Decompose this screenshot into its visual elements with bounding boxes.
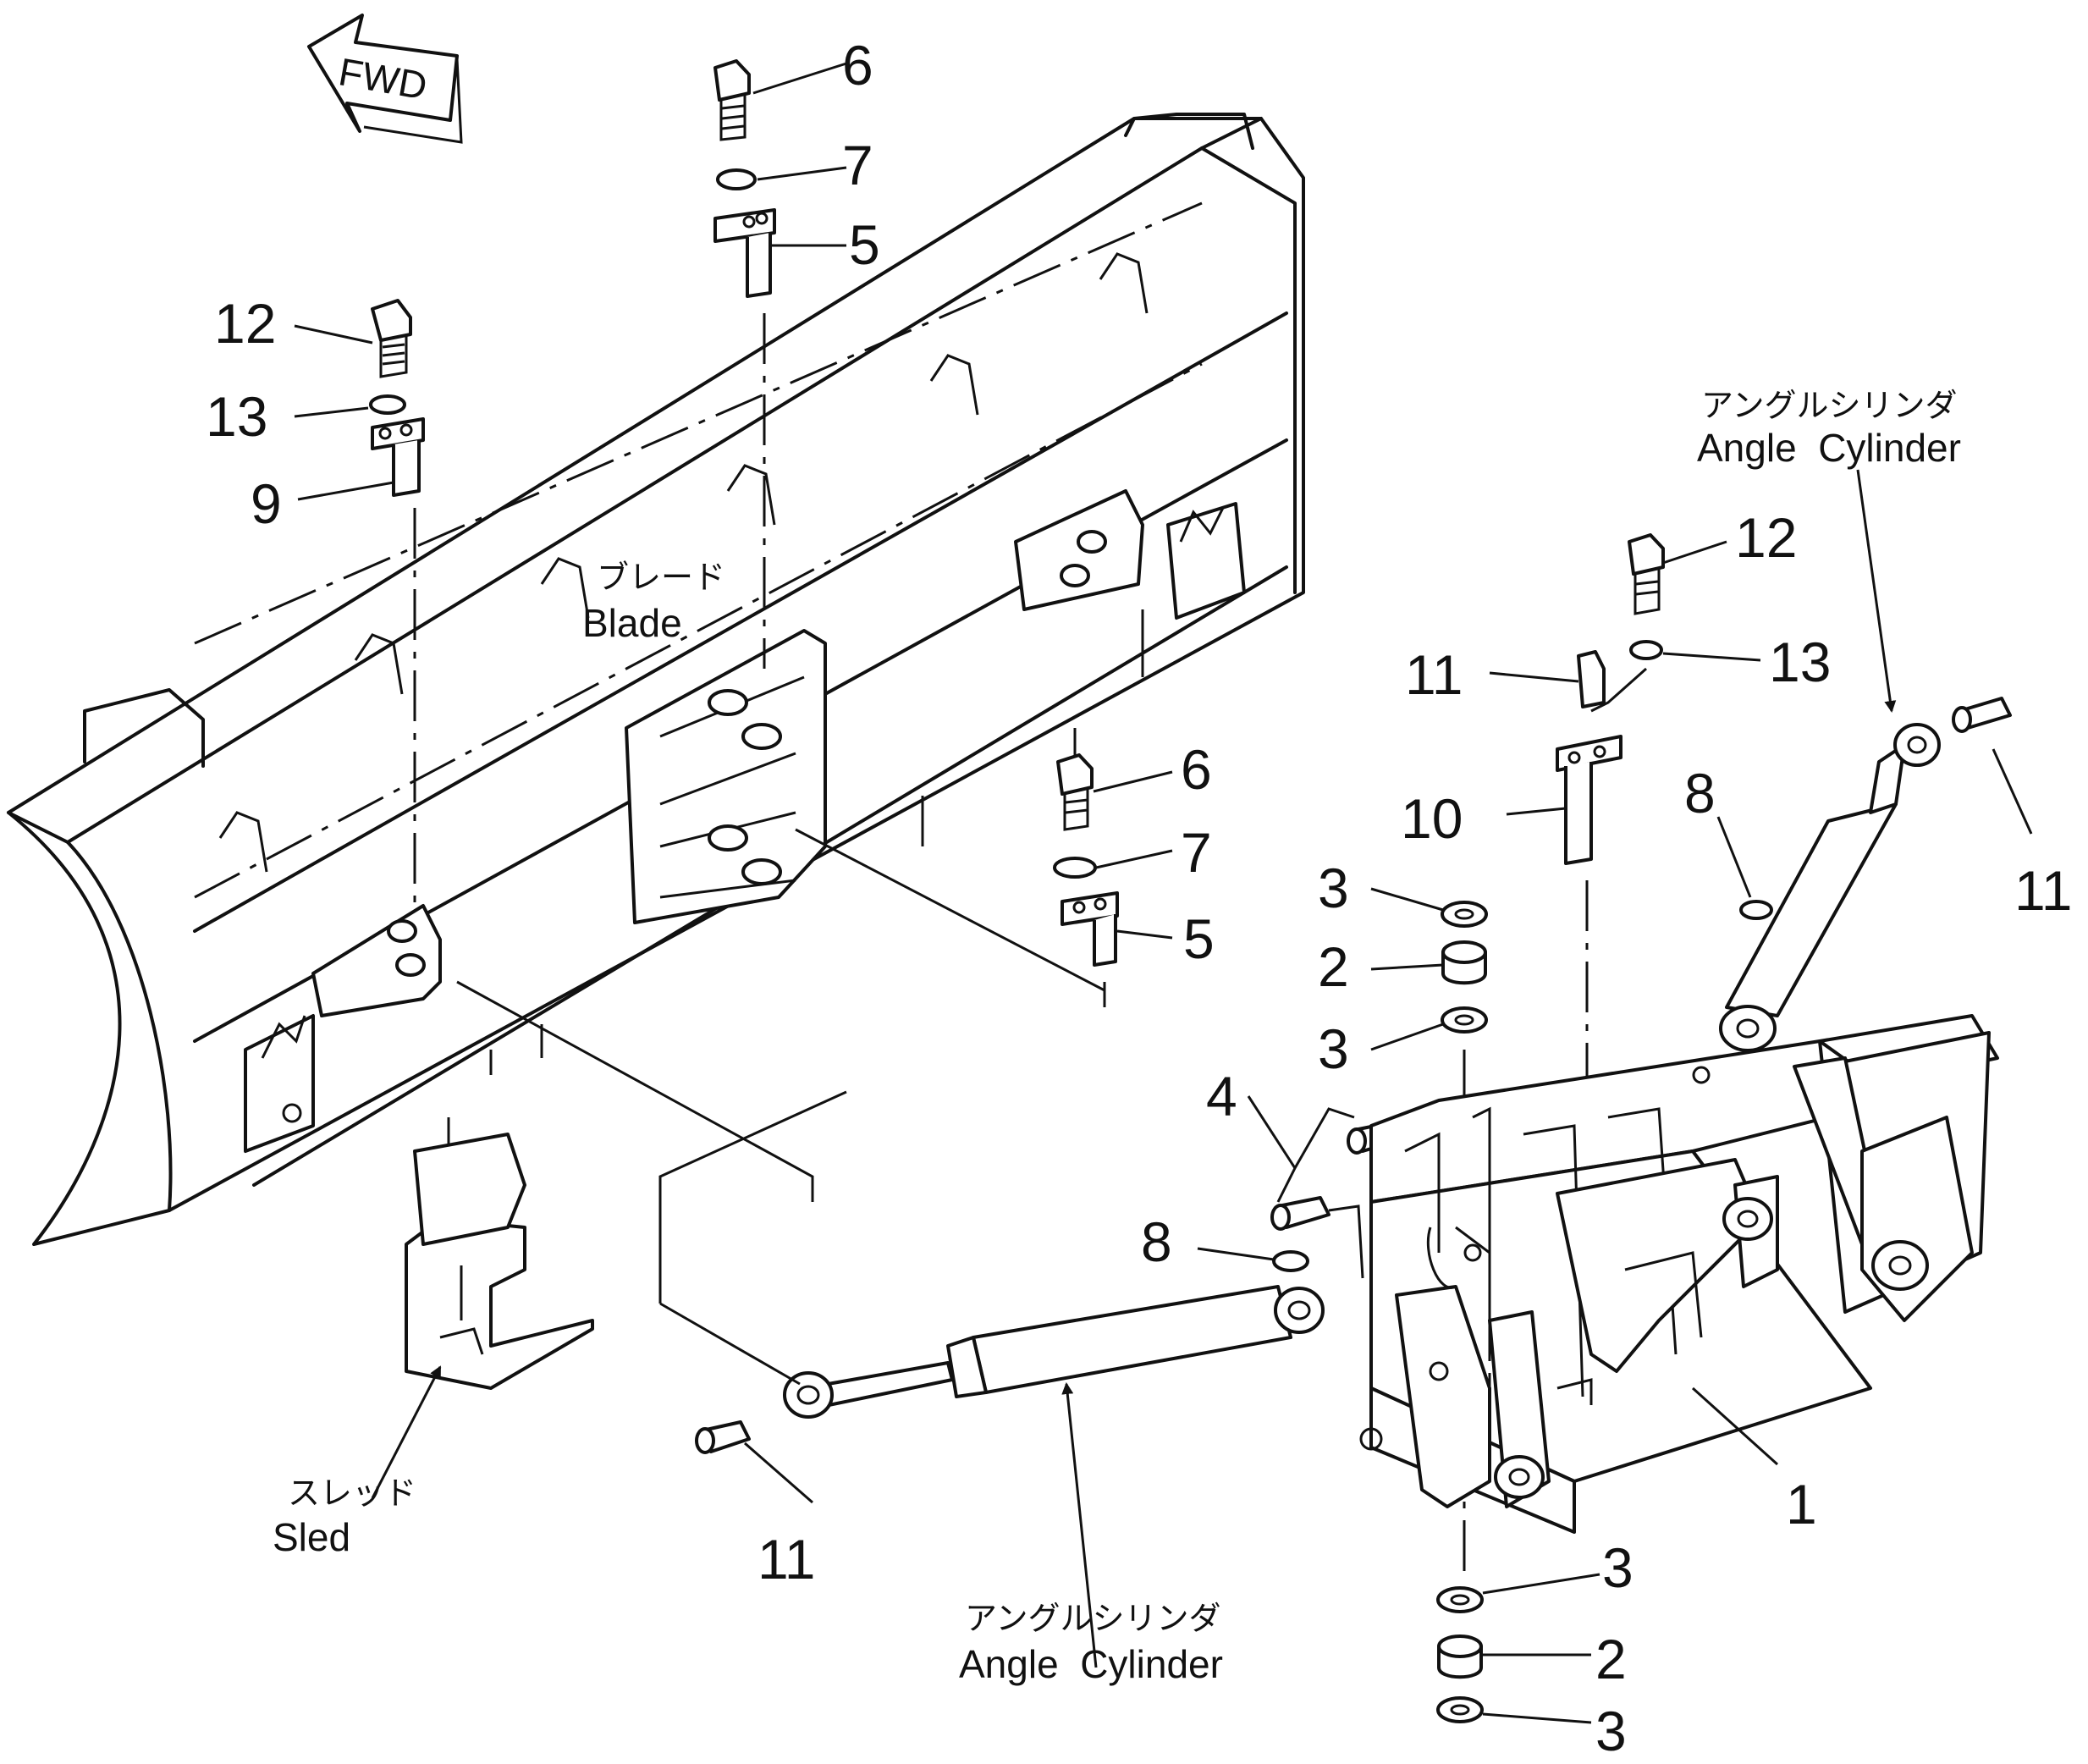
- grease-fitting-11-lower: [695, 1420, 751, 1454]
- callout-number: 7: [842, 134, 873, 196]
- washer-13-right: [1629, 640, 1663, 660]
- sled-label: スレッド Sled: [273, 1475, 416, 1559]
- angle-cylinder-label-upper-jp: アングルシリンダ: [1701, 387, 1957, 424]
- grease-fitting-4b: [1270, 1196, 1330, 1231]
- callout-leaders: [294, 62, 2033, 1724]
- pin-5-top: [713, 208, 776, 298]
- washer-7-mid: [1053, 857, 1097, 879]
- callout-number: 10: [1401, 787, 1463, 850]
- leader-line: [1276, 1107, 1364, 1279]
- pin-5-mid: [1061, 891, 1119, 967]
- bolt-12-left: [371, 299, 412, 378]
- bolt-12-right: [1628, 533, 1665, 615]
- leader-line: [795, 828, 1106, 1007]
- bolt-6-top: [713, 59, 751, 141]
- blade-label-en: Blade: [582, 601, 682, 645]
- callout-number: 9: [251, 472, 282, 535]
- grease-fitting-11-top: [1577, 650, 1606, 708]
- washer-8-left: [1272, 1250, 1309, 1272]
- bolt-6-mid: [1056, 753, 1094, 831]
- callout-number: 5: [1183, 907, 1215, 970]
- callout-number: 2: [1318, 935, 1349, 998]
- blade-bracket-center: [625, 629, 827, 924]
- angle-cylinder-label-lower-en: Angle Cylinder: [959, 1642, 1223, 1686]
- blade-bracket-left: [244, 904, 442, 1153]
- spacer-stack-top: [1441, 901, 1488, 1034]
- leader-line: [1590, 667, 1647, 713]
- blade-bracket-right: [1014, 489, 1246, 620]
- callout-number: 12: [1735, 506, 1797, 569]
- callout-number: 3: [1318, 1017, 1349, 1080]
- callout-number: 6: [842, 34, 873, 96]
- arrow-angle-cylinder-lower: [1061, 1382, 1098, 1668]
- spacer-stack-bottom: [1436, 1586, 1484, 1723]
- leader-line: [658, 1090, 847, 1386]
- callout-number: 1: [1786, 1473, 1817, 1535]
- angle-cylinder-upper: [1719, 723, 1941, 1052]
- callout-number: 13: [206, 385, 267, 448]
- callout-number: 3: [1595, 1700, 1627, 1762]
- blade-label-jp: ブレード: [597, 559, 725, 596]
- pin-10: [1556, 735, 1622, 865]
- washer-7-top: [716, 168, 757, 190]
- angle-cylinder-label-lower-jp: アングルシリンダ: [965, 1600, 1220, 1637]
- angle-cylinder-label-upper-en: Angle Cylinder: [1697, 426, 1961, 470]
- blade-label: ブレード Blade: [582, 559, 725, 645]
- blade-outline: [7, 113, 1305, 1246]
- callout-numbers: 6 7 5 12 13 9 6 7 5 12 11 13 10 8 11 3 2…: [206, 34, 2073, 1762]
- callout-number: 11: [1405, 643, 1463, 706]
- callout-number: 2: [1595, 1628, 1627, 1690]
- angle-cylinder-lower: [783, 1285, 1325, 1419]
- pin-9: [371, 417, 425, 497]
- callout-number: 6: [1181, 738, 1212, 801]
- callout-number: 7: [1181, 821, 1212, 884]
- frame-part-1: [1359, 1014, 1999, 1534]
- washer-8-right: [1739, 900, 1773, 920]
- fwd-label: FWD: [335, 49, 430, 107]
- callout-number: 12: [214, 292, 276, 355]
- callout-number: 3: [1602, 1536, 1633, 1599]
- callout-number: 13: [1769, 631, 1831, 693]
- callout-number: 11: [2014, 859, 2073, 922]
- arrow-angle-cylinder-upper: [1856, 469, 1897, 713]
- fwd-arrow-icon: FWD: [307, 14, 463, 144]
- arrow-sled: [371, 1365, 442, 1499]
- sled-label-jp: スレッド: [288, 1475, 416, 1512]
- angle-cylinder-label-upper: アングルシリンダ Angle Cylinder: [1697, 387, 1961, 470]
- sled-part: [405, 1117, 594, 1390]
- angle-cylinder-label-lower: アングルシリンダ Angle Cylinder: [959, 1600, 1223, 1686]
- callout-number: 3: [1318, 857, 1349, 919]
- grease-fitting-11-right: [1952, 697, 2012, 733]
- sled-label-en: Sled: [273, 1515, 350, 1559]
- callout-number: 4: [1206, 1065, 1237, 1127]
- washer-13-left: [369, 394, 406, 415]
- leader-line: [456, 980, 814, 1202]
- callout-number: 5: [849, 213, 880, 276]
- callout-number: 11: [758, 1528, 816, 1590]
- callout-number: 8: [1141, 1210, 1172, 1273]
- callout-number: 8: [1684, 762, 1716, 824]
